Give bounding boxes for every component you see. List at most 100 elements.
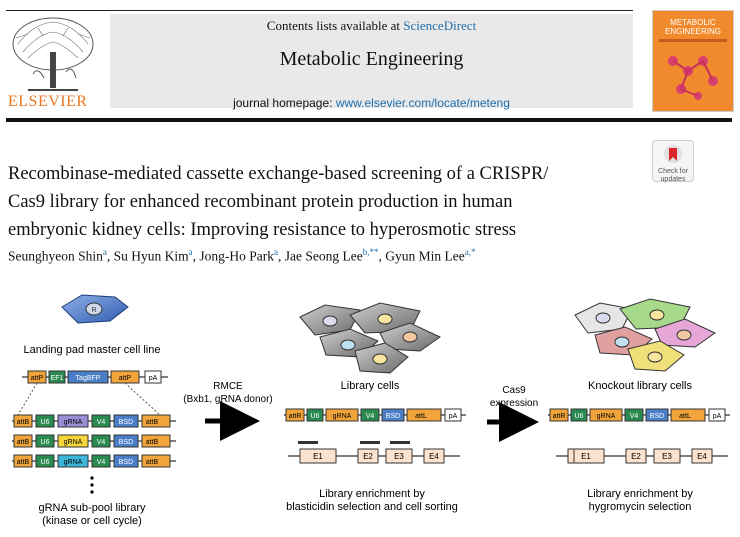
integrated-construct-right: attR U6 gRNA V4 BSD attL pA [548, 408, 730, 422]
check-updates-label: Check for updates [658, 168, 688, 183]
svg-text:E4: E4 [429, 452, 439, 461]
svg-text:BSD: BSD [119, 419, 133, 426]
donor-row: attB U6 gRNA V4 BSD attB [12, 454, 176, 468]
svg-text:V4: V4 [366, 413, 375, 420]
journal-banner [110, 14, 633, 108]
svg-text:E1: E1 [581, 452, 591, 461]
cas9-label: Cas9 [502, 385, 526, 396]
sub-pool-label: gRNA sub-pool library [39, 502, 146, 514]
svg-text:pA: pA [713, 413, 722, 420]
svg-text:BSD: BSD [119, 459, 133, 466]
author-affiliation[interactable]: a,* [464, 247, 476, 257]
svg-text:attP: attP [31, 375, 44, 382]
svg-text:gRNA: gRNA [333, 413, 352, 420]
svg-text:attB: attB [17, 459, 30, 466]
svg-text:attR: attR [553, 413, 566, 420]
cover-art: METABOLIC ENGINEERING [653, 11, 733, 111]
bookmark-icon [664, 145, 682, 163]
enrichment-1-sublabel: blasticidin selection and cell sorting [286, 501, 458, 513]
journal-cover-thumbnail[interactable]: METABOLIC ENGINEERING [652, 10, 734, 112]
author-affiliation[interactable]: a [102, 247, 107, 257]
svg-text:attB: attB [146, 419, 159, 426]
rmce-label: RMCE [213, 381, 243, 392]
svg-text:gRNA: gRNA [64, 439, 83, 446]
contents-prefix: Contents lists available at [266, 18, 404, 33]
landing-pad-cell-icon: R [61, 294, 129, 324]
integrated-construct-middle: attR U6 gRNA V4 BSD attL pA [284, 408, 466, 422]
svg-text:gRNA: gRNA [64, 419, 83, 426]
svg-text:E2: E2 [631, 452, 641, 461]
svg-text:V4: V4 [97, 439, 106, 446]
svg-text:attB: attB [146, 439, 159, 446]
svg-text:attP: attP [119, 375, 132, 382]
svg-text:E3: E3 [662, 452, 672, 461]
author-name[interactable]: Jae Seong Lee [284, 248, 363, 264]
svg-text:E2: E2 [363, 452, 373, 461]
author-affiliation[interactable]: a [274, 247, 279, 257]
homepage-prefix: journal homepage: [233, 96, 336, 110]
landing-pad-label: Landing pad master cell line [24, 344, 161, 356]
svg-text:V4: V4 [97, 459, 106, 466]
landing-pad-construct: attP EF1 TagBFP attP pA [17, 370, 168, 416]
knockout-cells-cluster-icon [574, 298, 716, 372]
title-line: Recombinase-mediated cassette exchange-b… [8, 164, 549, 184]
title-line: embryonic kidney cells: Improving resist… [8, 220, 517, 240]
svg-text:attL: attL [415, 413, 427, 420]
svg-text:U6: U6 [41, 459, 50, 466]
svg-text:gRNA: gRNA [597, 413, 616, 420]
library-cells-label: Library cells [341, 380, 400, 392]
svg-text:attR: attR [289, 413, 302, 420]
contents-line: Contents lists available at ScienceDirec… [110, 18, 633, 34]
svg-text:U6: U6 [575, 413, 584, 420]
donor-row: attB U6 gRNA V4 BSD attB [12, 414, 176, 428]
check-for-updates-button[interactable]: Check for updates [652, 140, 694, 183]
author-name[interactable]: Seunghyeon Shin [8, 248, 103, 264]
knockout-label: Knockout library cells [588, 380, 692, 392]
homepage-line: journal homepage: www.elsevier.com/locat… [110, 96, 633, 110]
title-line: Cas9 library for enhanced recombinant pr… [8, 192, 513, 212]
svg-text:R: R [91, 307, 96, 314]
svg-text:EF1: EF1 [51, 375, 64, 382]
svg-text:U6: U6 [41, 419, 50, 426]
svg-text:attL: attL [679, 413, 691, 420]
svg-text:E3: E3 [394, 452, 404, 461]
donor-row: attB U6 gRNA V4 BSD attB [12, 434, 176, 448]
author-affiliation[interactable]: a [188, 247, 193, 257]
svg-text:U6: U6 [311, 413, 320, 420]
header-top-rule [6, 10, 633, 11]
enrichment-1-label: Library enrichment by [319, 488, 425, 500]
svg-text:E4: E4 [697, 452, 707, 461]
publisher-name: ELSEVIER [8, 93, 88, 110]
cover-title: METABOLIC [670, 18, 716, 27]
donor-constructs: attB U6 gRNA V4 BSD attB attB U6 gRNA V4… [12, 414, 176, 494]
gene-exons-right: E1 E2 E3 E4 [556, 448, 728, 464]
svg-text:attB: attB [17, 419, 30, 426]
svg-text:E1: E1 [313, 452, 323, 461]
cas9-sublabel: expression [490, 398, 538, 409]
homepage-link[interactable]: www.elsevier.com/locate/meteng [335, 96, 510, 110]
svg-text:U6: U6 [41, 439, 50, 446]
gene-exons-middle: E1 E2 E3 E4 [288, 441, 460, 464]
author-affiliation[interactable]: b,** [362, 247, 379, 257]
elsevier-tree-logo [8, 14, 98, 94]
rmce-sublabel: (Bxb1, gRNA donor) [183, 394, 273, 405]
sub-pool-sublabel: (kinase or cell cycle) [42, 515, 142, 527]
enrichment-2-sublabel: hygromycin selection [589, 501, 692, 513]
svg-text:pA: pA [449, 413, 458, 420]
library-cells-cluster-icon [299, 302, 441, 374]
journal-name: Metabolic Engineering [279, 48, 464, 70]
svg-text:gRNA: gRNA [64, 459, 83, 466]
sciencedirect-link[interactable]: ScienceDirect [403, 18, 477, 33]
svg-text:ENGINEERING: ENGINEERING [665, 27, 721, 36]
article-title: Recombinase-mediated cassette exchange-b… [8, 160, 638, 244]
header-bottom-rule [6, 118, 732, 122]
svg-text:attB: attB [17, 439, 30, 446]
author-name[interactable]: Su Hyun Kim [113, 248, 189, 264]
enrichment-2-label: Library enrichment by [587, 488, 693, 500]
svg-text:BSD: BSD [650, 413, 664, 420]
author-name[interactable]: Gyun Min Lee [385, 248, 465, 264]
author-name[interactable]: Jong-Ho Park [199, 248, 275, 264]
author-list: Seunghyeon Shina, Su Hyun Kima, Jong-Ho … [8, 247, 476, 264]
svg-text:V4: V4 [630, 413, 639, 420]
svg-text:attB: attB [146, 459, 159, 466]
